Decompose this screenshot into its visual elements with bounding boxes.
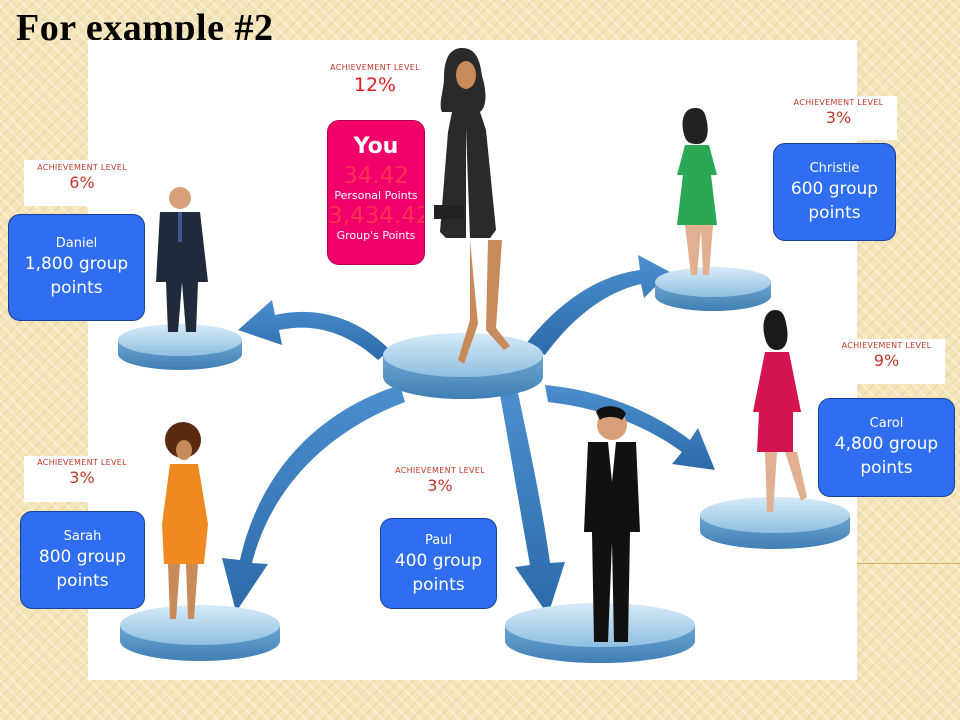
person-sarah-figure: [162, 422, 208, 619]
member-group-points: 800 group points: [38, 547, 127, 591]
person-christie-figure: [677, 108, 717, 275]
member-name: Sarah: [63, 529, 102, 544]
achievement-level-paul: ACHIEVEMENT LEVEL 3%: [395, 463, 485, 513]
achievement-level-daniel: ACHIEVEMENT LEVEL 6%: [24, 160, 140, 206]
member-card-carol: Carol 4,800 group points: [818, 398, 955, 497]
member-card-daniel: Daniel 1,800 group points: [8, 214, 145, 321]
disc-you: [383, 333, 543, 399]
personal-points-label: Personal Points: [334, 189, 418, 202]
disc-daniel: [118, 324, 242, 370]
group-points-label: Group's Points: [336, 229, 416, 242]
arrow-to-paul: [500, 393, 565, 615]
person-daniel-figure: [156, 187, 208, 332]
member-group-points: 1,800 group points: [24, 254, 129, 298]
disc-carol: [700, 497, 850, 549]
group-points-value: 3,434.42: [328, 203, 424, 229]
person-you-figure: [434, 48, 510, 364]
disc-christie: [655, 267, 771, 311]
member-name: Daniel: [55, 236, 98, 251]
achievement-label: ACHIEVEMENT LEVEL: [793, 98, 884, 107]
achievement-percent: 3%: [427, 476, 453, 495]
member-name: Christie: [809, 161, 860, 176]
achievement-label: ACHIEVEMENT LEVEL: [37, 163, 127, 172]
member-group-points: 400 group points: [394, 551, 483, 595]
member-name: Paul: [424, 533, 453, 548]
arrow-to-christie: [525, 255, 670, 355]
you-card: You 34.42 Personal Points 3,434.42 Group…: [327, 120, 425, 265]
member-card-sarah: Sarah 800 group points: [20, 511, 145, 609]
personal-points-value: 34.42: [343, 163, 409, 189]
achievement-percent: 3%: [825, 108, 852, 127]
disc-sarah: [120, 605, 280, 661]
achievement-percent: 6%: [69, 173, 95, 192]
member-name: Carol: [869, 416, 904, 431]
arrow-to-daniel: [238, 300, 390, 360]
achievement-percent: 9%: [873, 351, 900, 370]
divider-line: [857, 563, 960, 564]
disc-paul: [505, 603, 695, 663]
achievement-level-carol: ACHIEVEMENT LEVEL 9%: [828, 339, 945, 384]
achievement-level-christie: ACHIEVEMENT LEVEL 3%: [780, 96, 897, 140]
arrow-to-sarah: [222, 385, 405, 612]
person-paul-figure: [584, 406, 640, 642]
achievement-label: ACHIEVEMENT LEVEL: [395, 466, 485, 475]
member-group-points: 600 group points: [790, 179, 879, 223]
member-card-paul: Paul 400 group points: [380, 518, 497, 609]
arrow-to-carol: [545, 385, 715, 470]
achievement-label: ACHIEVEMENT LEVEL: [330, 63, 420, 72]
achievement-percent: 3%: [69, 468, 95, 487]
person-carol-figure: [753, 310, 807, 512]
achievement-label: ACHIEVEMENT LEVEL: [841, 341, 932, 350]
achievement-label: ACHIEVEMENT LEVEL: [37, 458, 127, 467]
member-group-points: 4,800 group points: [834, 434, 939, 478]
achievement-level-you: ACHIEVEMENT LEVEL 12%: [330, 62, 420, 118]
member-card-christie: Christie 600 group points: [773, 143, 896, 241]
you-name: You: [353, 134, 399, 159]
achievement-percent: 12%: [353, 74, 397, 96]
achievement-level-sarah: ACHIEVEMENT LEVEL 3%: [24, 456, 140, 502]
